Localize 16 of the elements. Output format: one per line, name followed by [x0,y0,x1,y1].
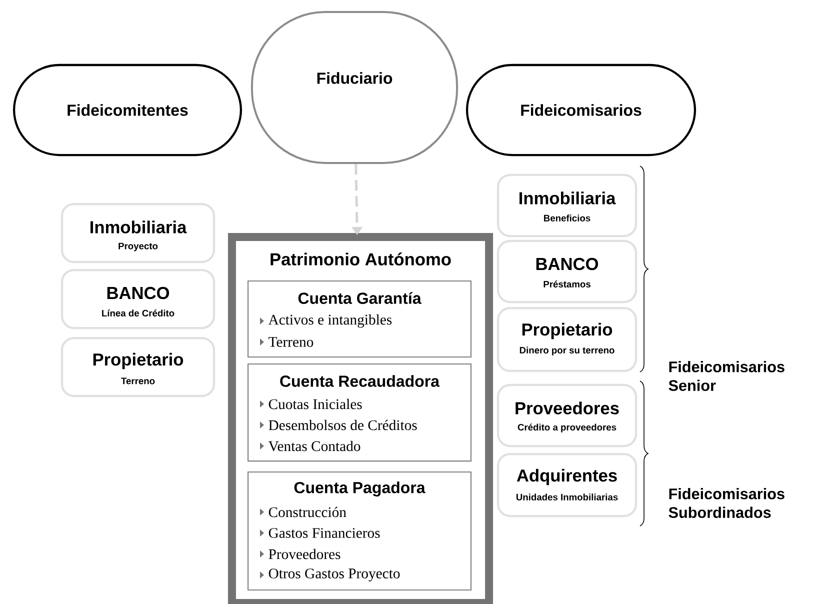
party-card: Inmobiliaria Beneficios [496,174,638,238]
account-box: Cuenta Recaudadora Cuotas Iniciales Desembolsos de Créditos Ventas Contado [248,363,472,462]
party-card: Propietario Terreno [60,336,216,398]
account-box: Cuenta Garantía Activos e intangibles Terreno [248,280,472,358]
party-card: Propietario Dinero por su terreno [496,306,638,372]
group-label: Fideicomisarios Senior [668,361,784,391]
role-box: Fideicomitentes [12,64,242,156]
role-box: Fiduciario [250,11,458,164]
party-card: BANCO Préstamos [496,240,638,304]
party-card: Inmobiliaria Proyecto [60,202,216,264]
account-box: Cuenta Pagadora Construcción Gastos Financieros Proveedores Otros Gastos Proyecto [248,471,472,591]
role-box: Fideicomisarios [466,64,696,156]
party-card: Proveedores Crédito a proveedores [496,384,638,448]
party-card: BANCO Línea de Crédito [60,268,216,330]
party-card: Adquirentes Unidades Inmobiliarias [496,452,638,518]
group-label: Fideicomisarios Subordinados [668,488,784,518]
